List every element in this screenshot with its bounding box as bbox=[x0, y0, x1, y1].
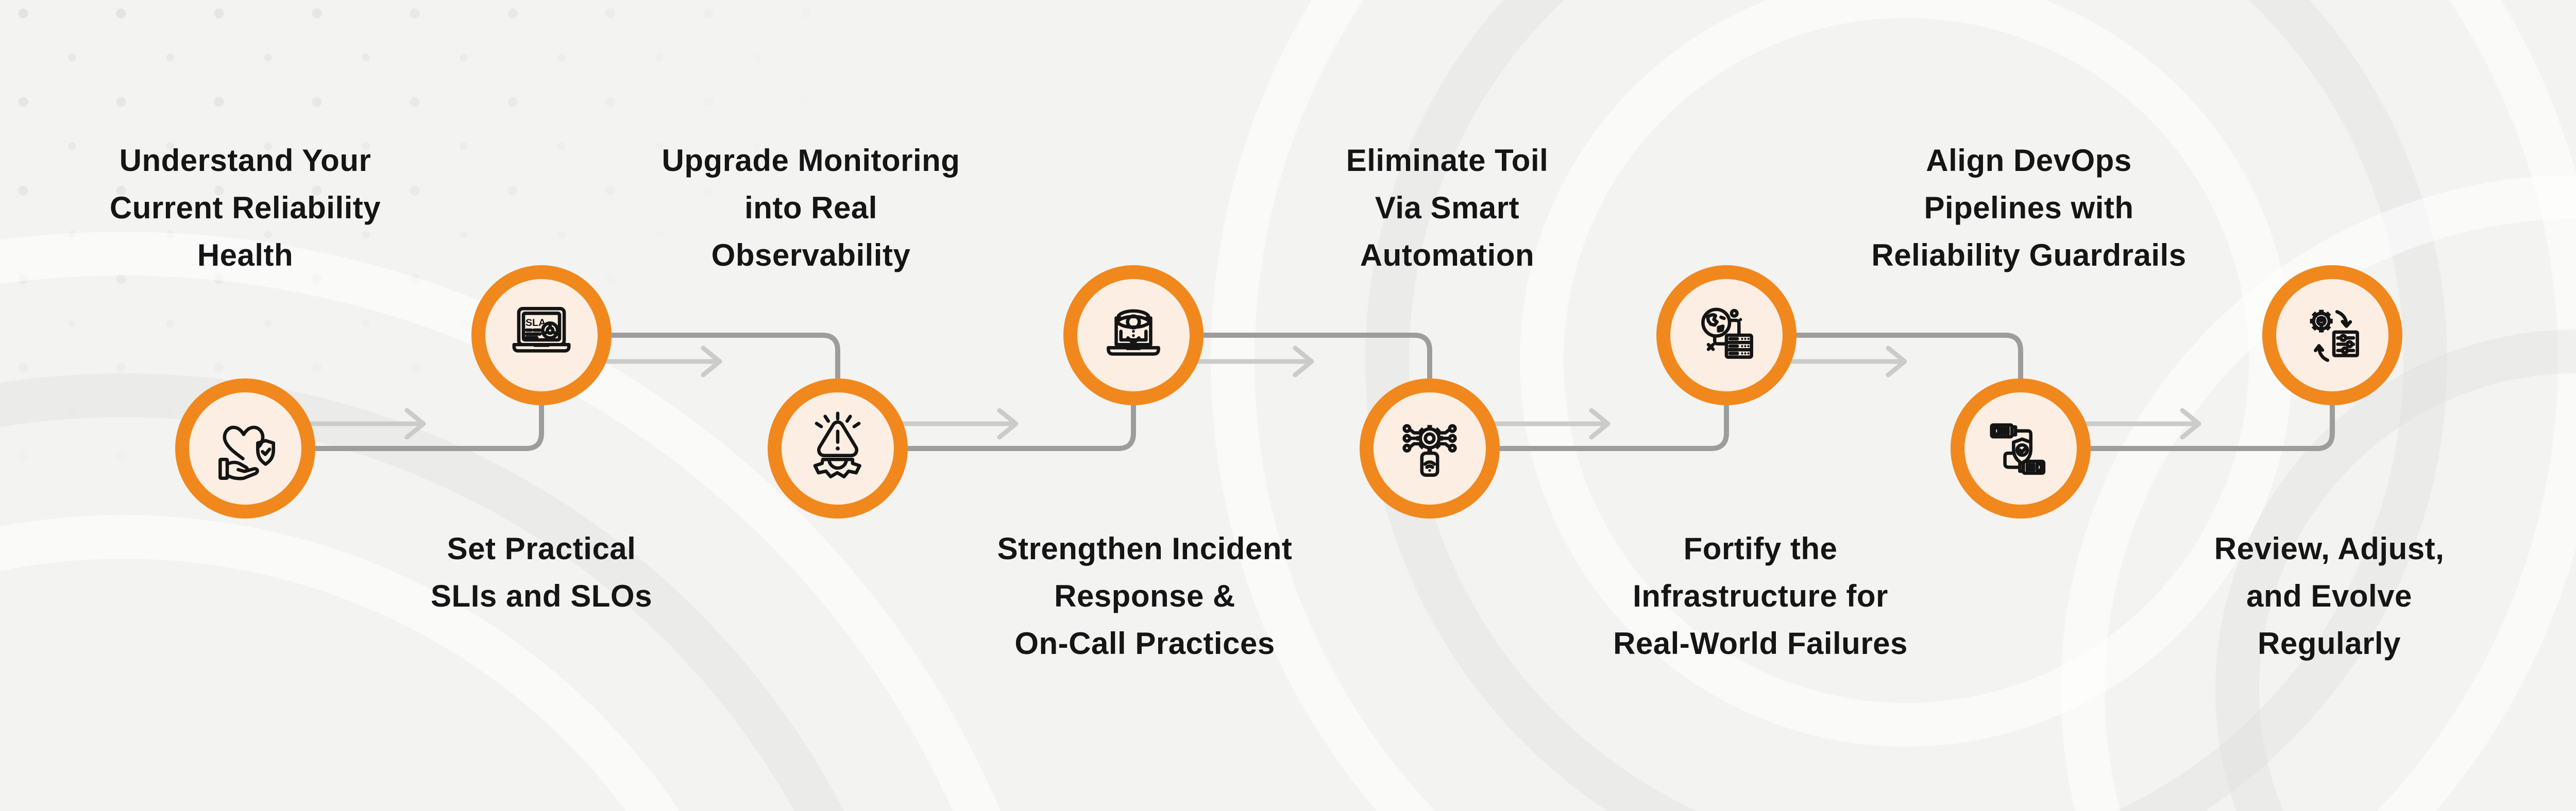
step-label-line: Automation bbox=[1360, 238, 1535, 272]
step-label-line: Align DevOps bbox=[1926, 143, 2132, 178]
svg-text:SLA: SLA bbox=[526, 317, 546, 329]
step-label-line: into Real bbox=[744, 191, 877, 225]
step-circle-fill bbox=[189, 392, 301, 505]
step-circle-fill bbox=[782, 392, 894, 505]
sla-report-icon: SLA bbox=[502, 296, 581, 374]
step-label-line: Eliminate Toil bbox=[1346, 143, 1549, 178]
step-label-line: Fortify the bbox=[1683, 531, 1838, 566]
step-label-line: On-Call Practices bbox=[1014, 626, 1275, 661]
pipeline-shield-icon bbox=[1981, 409, 2060, 488]
globe-server-icon bbox=[1687, 296, 1766, 374]
alert-gear-icon bbox=[799, 409, 877, 488]
step-circle bbox=[1360, 378, 1500, 519]
step-label-line: Regularly bbox=[2258, 626, 2401, 661]
step-label-line: Strengthen Incident bbox=[997, 531, 1293, 566]
step-label-line: and Evolve bbox=[2246, 579, 2412, 613]
step-label-line: Set Practical bbox=[447, 531, 636, 566]
step-label-line: Via Smart bbox=[1375, 191, 1520, 225]
step-label-line: Current Reliability bbox=[109, 191, 381, 225]
step-label-line: Response & bbox=[1054, 579, 1235, 613]
step-label-line: Infrastructure for bbox=[1633, 579, 1888, 613]
step-label-line: Understand Your bbox=[119, 143, 371, 178]
step-label-line: Health bbox=[197, 238, 294, 272]
step-circle-fill bbox=[1374, 392, 1486, 505]
step-label-line: Real-World Failures bbox=[1613, 626, 1908, 661]
step-circle bbox=[1063, 265, 1204, 405]
step-label-line: Reliability Guardrails bbox=[1871, 238, 2187, 272]
hand-heart-shield-icon bbox=[206, 409, 284, 488]
step-label-line: Upgrade Monitoring bbox=[662, 143, 960, 178]
step-label-line: Pipelines with bbox=[1924, 191, 2134, 225]
step-label-line: Observability bbox=[711, 238, 911, 272]
gear-settings-cycle-icon bbox=[2293, 296, 2371, 374]
step-circle-fill: SLA bbox=[485, 279, 598, 391]
step-circle bbox=[2262, 265, 2402, 405]
step-label-line: Review, Adjust, bbox=[2214, 531, 2445, 566]
step-circle-fill bbox=[2276, 279, 2388, 391]
step-circle bbox=[1656, 265, 1797, 405]
step-circle-fill bbox=[1670, 279, 1783, 391]
laptop-eye-icon bbox=[1094, 296, 1173, 374]
step-circle bbox=[1951, 378, 2091, 519]
step-circle bbox=[175, 378, 315, 519]
step-circle-fill bbox=[1964, 392, 2077, 505]
step-circle bbox=[768, 378, 908, 519]
flow-arrow bbox=[307, 346, 2201, 440]
connector-line bbox=[315, 333, 2335, 451]
step-circle-fill bbox=[1077, 279, 1190, 391]
step-circle: SLA bbox=[471, 265, 612, 405]
step-label-line: SLIs and SLOs bbox=[431, 579, 652, 613]
automation-network-icon bbox=[1391, 409, 1469, 488]
